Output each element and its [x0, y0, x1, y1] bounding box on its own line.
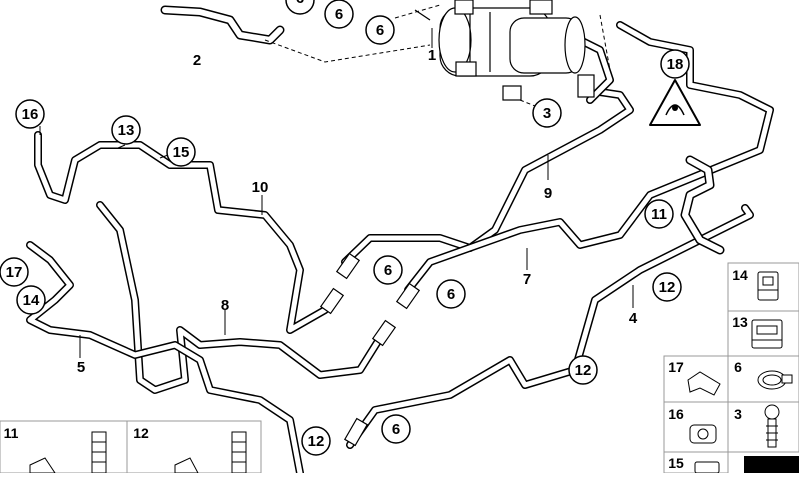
svg-text:12: 12 [133, 425, 149, 441]
svg-text:6: 6 [392, 421, 400, 438]
svg-text:12: 12 [308, 433, 325, 450]
label-7: 7 [523, 271, 531, 288]
panel-labels: 14 13 17 6 16 3 15 11 12 [4, 267, 748, 471]
callout-18: 18 [660, 49, 690, 79]
callout-6-mid-b: 6 [436, 279, 466, 309]
callout-6-bottom: 6 [381, 414, 411, 444]
svg-text:6: 6 [376, 22, 384, 39]
svg-text:3: 3 [543, 105, 551, 122]
callout-6-mid-a: 6 [373, 255, 403, 285]
panel-11 [0, 420, 128, 474]
callout-6-top-a: 6 [285, 0, 315, 15]
svg-text:15: 15 [668, 455, 684, 471]
svg-text:12: 12 [575, 362, 592, 379]
svg-text:11: 11 [651, 206, 667, 223]
hose-8 [96, 201, 389, 394]
label-9: 9 [544, 185, 552, 202]
callout-6-top-b: 6 [324, 0, 354, 29]
callout-12-center: 12 [568, 355, 598, 385]
warning-triangle-icon [649, 79, 701, 126]
svg-text:6: 6 [296, 0, 304, 7]
callout-17: 17 [0, 257, 29, 287]
svg-text:17: 17 [668, 359, 684, 375]
svg-text:16: 16 [668, 406, 684, 422]
svg-text:6: 6 [447, 286, 455, 303]
callout-15: 15 [166, 137, 196, 167]
hose-9 [341, 88, 634, 266]
svg-text:3: 3 [734, 406, 742, 422]
svg-text:14: 14 [23, 292, 40, 309]
svg-text:11: 11 [4, 425, 19, 441]
svg-text:6: 6 [734, 359, 742, 375]
plain-labels: 2 1 9 10 7 4 8 5 [77, 47, 638, 376]
label-5: 5 [77, 359, 85, 376]
label-8: 8 [221, 297, 229, 314]
svg-text:13: 13 [732, 314, 748, 330]
panel-parts-art [29, 271, 793, 474]
svg-text:13: 13 [118, 122, 135, 139]
leader-lines [39, 28, 634, 358]
label-4: 4 [629, 310, 638, 327]
callout-12-bottom: 12 [301, 426, 331, 456]
hose-4 [346, 204, 754, 449]
panel-block [744, 456, 799, 473]
hose-2 [160, 5, 285, 45]
callouts: 6 6 6 3 18 16 13 15 [0, 0, 690, 456]
svg-text:12: 12 [659, 279, 676, 296]
svg-text:16: 16 [22, 106, 39, 123]
svg-text:14: 14 [732, 267, 748, 283]
svg-text:18: 18 [667, 56, 684, 73]
callout-3: 3 [532, 98, 562, 128]
svg-text:15: 15 [173, 144, 190, 161]
hose-10 [34, 131, 329, 334]
svg-text:6: 6 [384, 262, 392, 279]
label-1: 1 [428, 47, 436, 64]
hose-connectors [319, 252, 421, 447]
svg-text:17: 17 [6, 264, 23, 281]
callout-12-right: 12 [652, 272, 682, 302]
callout-11: 11 [644, 199, 674, 229]
panel-3 [727, 401, 799, 453]
label-2: 2 [193, 52, 201, 69]
callout-13: 13 [111, 115, 141, 145]
callout-14: 14 [16, 285, 46, 315]
hoses [26, 5, 774, 477]
hose-5 [26, 241, 304, 477]
pump-assembly [414, 0, 595, 101]
svg-text:6: 6 [335, 6, 343, 23]
hose-11 [680, 155, 725, 255]
label-10: 10 [252, 179, 269, 196]
callout-16: 16 [15, 99, 45, 129]
callout-6-top-c: 6 [365, 15, 395, 45]
